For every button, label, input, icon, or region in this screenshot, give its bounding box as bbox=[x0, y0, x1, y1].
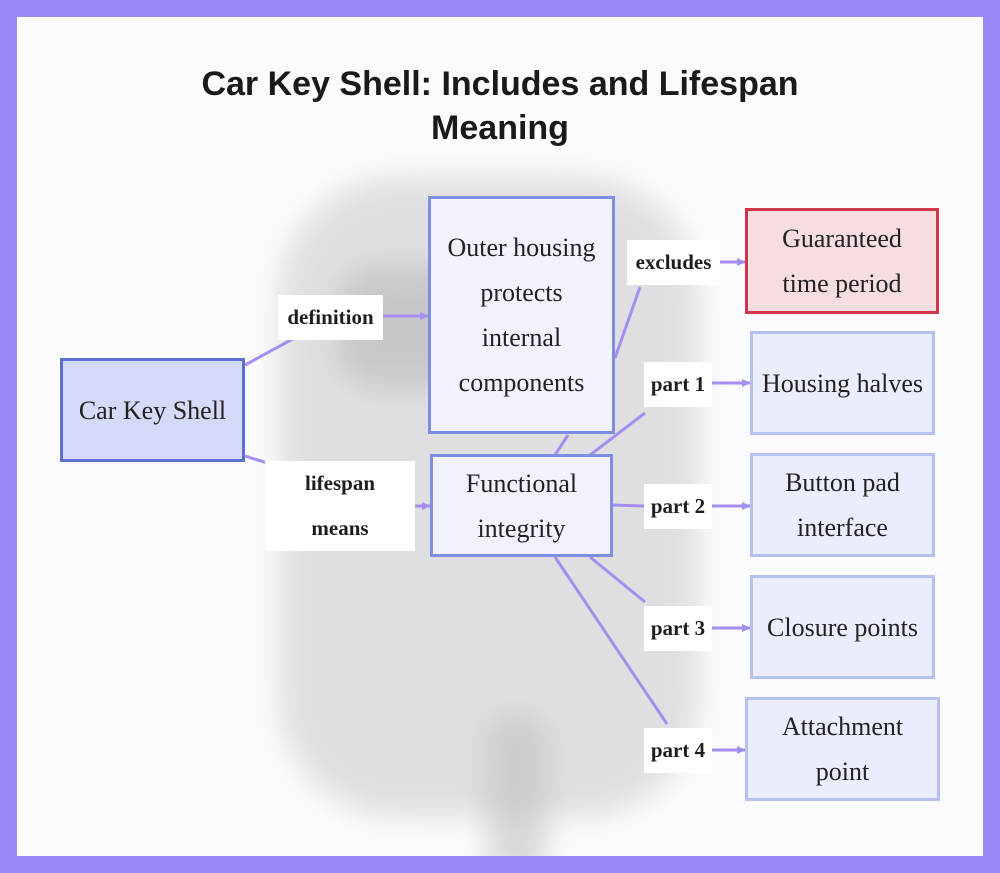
edge-label-part1-text: part 1 bbox=[650, 372, 706, 396]
node-attachment-point[interactable]: Attachment point bbox=[745, 697, 940, 801]
diagram-title: Car Key Shell: Includes and Lifespan Mea… bbox=[100, 62, 900, 150]
node-closure-points[interactable]: Closure points bbox=[750, 575, 935, 679]
edge-label-part1: part 1 bbox=[644, 362, 712, 407]
edge-label-part3: part 3 bbox=[644, 606, 712, 651]
edge-label-lifespan-means: lifespan means bbox=[265, 461, 415, 551]
edge-part1 bbox=[589, 383, 750, 457]
edge-part2 bbox=[611, 505, 750, 506]
node-car-key-shell-label: Car Key Shell bbox=[78, 395, 227, 425]
background-fob-blade bbox=[487, 717, 547, 856]
edge-definition bbox=[244, 316, 428, 367]
edge-part3 bbox=[589, 555, 750, 628]
node-housing-halves[interactable]: Housing halves bbox=[750, 331, 935, 435]
edge-label-part2: part 2 bbox=[644, 484, 712, 529]
edge-label-definition-text: definition bbox=[287, 305, 374, 329]
node-closure-points-label: Closure points bbox=[767, 612, 918, 642]
edge-label-part2-text: part 2 bbox=[650, 494, 706, 518]
title-line-2: Meaning bbox=[431, 109, 569, 147]
node-functional-integrity-label: Functional integrity bbox=[465, 468, 578, 543]
edge-label-excludes-text: excludes bbox=[635, 250, 712, 274]
node-button-pad-interface[interactable]: Button pad interface bbox=[750, 453, 935, 557]
edge-label-lifespan-means-text: lifespan means bbox=[305, 471, 376, 540]
title-line-1: Car Key Shell: Includes and Lifespan bbox=[201, 65, 799, 103]
node-button-pad-interface-label: Button pad interface bbox=[785, 468, 900, 542]
edge-part4 bbox=[553, 556, 745, 750]
node-guaranteed-time-period[interactable]: Guaranteed time period bbox=[745, 208, 939, 314]
edge-label-definition: definition bbox=[278, 295, 383, 340]
edge-label-part4: part 4 bbox=[644, 728, 712, 773]
edge-label-part4-text: part 4 bbox=[650, 738, 706, 762]
node-housing-halves-label: Housing halves bbox=[761, 368, 924, 398]
edge-label-excludes: excludes bbox=[627, 240, 720, 285]
node-attachment-point-label: Attachment point bbox=[781, 712, 904, 786]
node-guaranteed-time-period-label: Guaranteed time period bbox=[782, 224, 902, 298]
edge-excludes bbox=[553, 262, 745, 456]
node-outer-housing[interactable]: Outer housing protects internal componen… bbox=[428, 196, 615, 434]
node-car-key-shell[interactable]: Car Key Shell bbox=[60, 358, 245, 462]
node-functional-integrity[interactable]: Functional integrity bbox=[430, 454, 613, 557]
node-outer-housing-label: Outer housing protects internal componen… bbox=[447, 233, 596, 397]
edge-label-part3-text: part 3 bbox=[650, 616, 706, 640]
